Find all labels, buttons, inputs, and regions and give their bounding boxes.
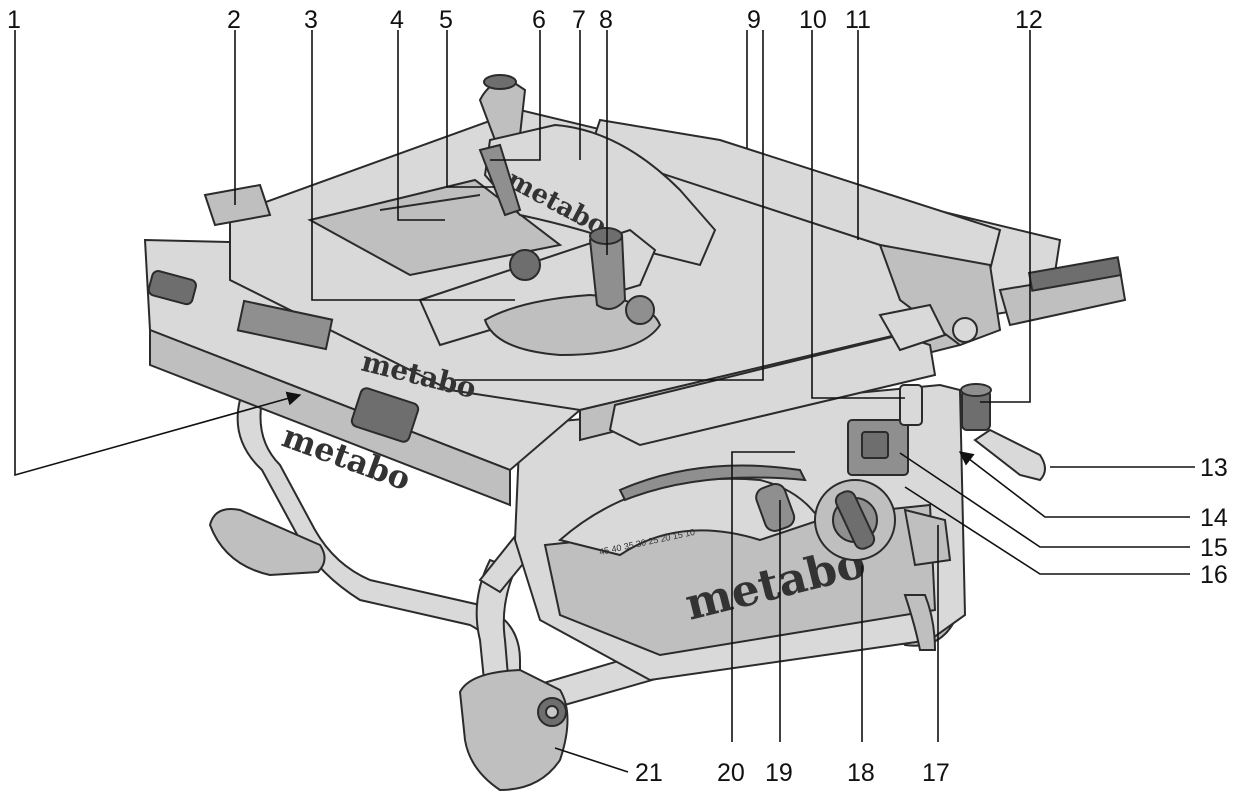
callout-20: 20 (717, 759, 745, 787)
callout-3: 3 (304, 6, 318, 34)
callout-16: 16 (1200, 561, 1228, 589)
right-accessories (903, 383, 1046, 651)
rear-handle[interactable] (899, 384, 923, 426)
motor-housing: metabo 45 40 35 30 25 20 15 10 (513, 383, 967, 682)
leader-lines (14, 30, 1195, 773)
callout-11: 11 (845, 6, 871, 34)
callout-17: 17 (922, 759, 950, 787)
callout-13: 13 (1200, 454, 1228, 482)
callout-14: 14 (1200, 504, 1228, 532)
on-switch[interactable] (861, 431, 889, 459)
callout-19: 19 (765, 759, 793, 787)
callout-4: 4 (390, 6, 404, 34)
callout-15: 15 (1200, 534, 1228, 562)
callout-9: 9 (747, 6, 761, 34)
blade-guard: metabo (478, 74, 717, 267)
callout-12: 12 (1015, 6, 1043, 34)
fence-lock-knob[interactable] (509, 249, 541, 281)
callout-1: 1 (7, 6, 21, 34)
callout-18: 18 (847, 759, 875, 787)
callout-5: 5 (439, 6, 453, 34)
bevel-lock-knob[interactable] (753, 481, 797, 534)
callout-21: 21 (635, 759, 663, 787)
callout-10: 10 (799, 6, 827, 34)
callout-labels: 1 2 3 4 5 6 7 8 9 10 11 12 13 14 15 16 1… (7, 6, 1228, 787)
callout-2: 2 (227, 6, 241, 34)
callout-6: 6 (532, 6, 546, 34)
callout-8: 8 (599, 6, 613, 34)
callout-7: 7 (572, 6, 586, 34)
mitre-gauge (418, 227, 662, 357)
push-stick-holder (973, 428, 1046, 482)
